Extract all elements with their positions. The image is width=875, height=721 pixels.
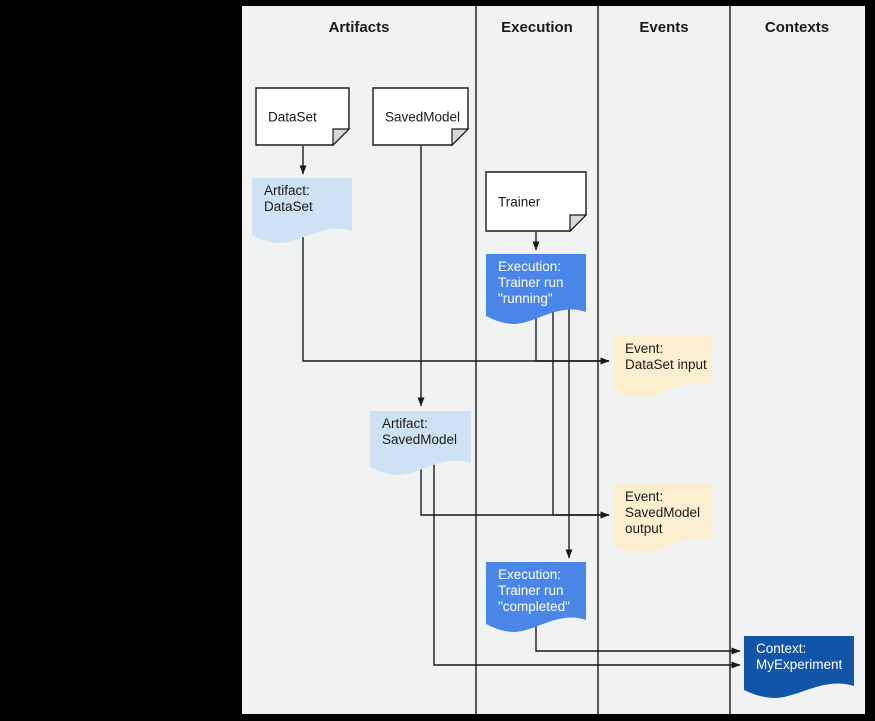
node-label-line: output [625,521,663,536]
document-fold-corner-icon [451,128,470,147]
node-artifact-dataset-note[interactable]: Artifact:DataSet [252,178,352,244]
node-artifact-savedmodel-note[interactable]: Artifact:SavedModel [370,411,471,476]
swimlane-contexts: Contexts [729,6,829,714]
node-label-line: Execution: [498,567,561,582]
node-label-line: "running" [498,291,553,306]
node-label-line: DataSet [268,110,317,125]
node-label-line: Execution: [498,259,561,274]
connector-artifact-savedmodel-to-context [433,459,741,669]
lane-header-artifacts: Artifacts [329,19,390,36]
document-fold-corner-icon [569,214,588,233]
node-execution-running-note[interactable]: Execution:Trainer run"running" [486,254,586,325]
node-label-line: DataSet [264,199,313,214]
node-label-line: Context: [756,641,806,656]
node-label-line: Event: [625,341,663,356]
node-savedmodel-doc[interactable]: SavedModel [372,87,470,147]
swimlane-artifacts: Artifacts [329,19,390,36]
node-label-line: DataSet input [625,357,707,372]
node-label-line: Artifact: [382,416,428,431]
connector-artifact-dataset-to-event [302,228,610,365]
node-dataset-doc[interactable]: DataSet [255,87,351,147]
swimlane-columns: Artifacts Execution Events Contexts [329,6,829,714]
note-shape [613,484,712,554]
node-label-line: Trainer run [498,275,564,290]
lane-header-execution: Execution [501,19,573,36]
swimlane-execution: Execution [475,6,573,714]
node-label-line: "completed" [498,599,570,614]
node-label-line: SavedModel [382,432,457,447]
node-label-line: SavedModel [625,505,700,520]
node-label-line: SavedModel [385,110,460,125]
note-shape [613,336,712,399]
node-label-line: Event: [625,489,663,504]
node-label-line: MyExperiment [756,657,843,672]
node-label-line: Trainer run [498,583,564,598]
note-shape [486,562,586,633]
node-trainer-doc[interactable]: Trainer [485,171,588,233]
node-execution-completed-note[interactable]: Execution:Trainer run"completed" [486,562,586,633]
note-shape [370,411,471,476]
connector-artifact-savedmodel-to-event2 [420,461,610,519]
lane-header-contexts: Contexts [765,19,829,36]
note-shape [252,178,352,244]
note-shape [744,636,854,699]
node-context-myexperiment-note[interactable]: Context:MyExperiment [744,636,854,699]
note-shape [486,254,586,325]
swimlane-events: Events [597,6,689,714]
node-event-dataset-input-note[interactable]: Event:DataSet input [613,336,712,399]
document-fold-corner-icon [332,128,351,147]
node-label-line: Artifact: [264,183,310,198]
connector-execution-running-to-event1 [535,305,610,365]
node-label-line: Trainer [498,195,541,210]
lane-header-events: Events [639,19,688,36]
